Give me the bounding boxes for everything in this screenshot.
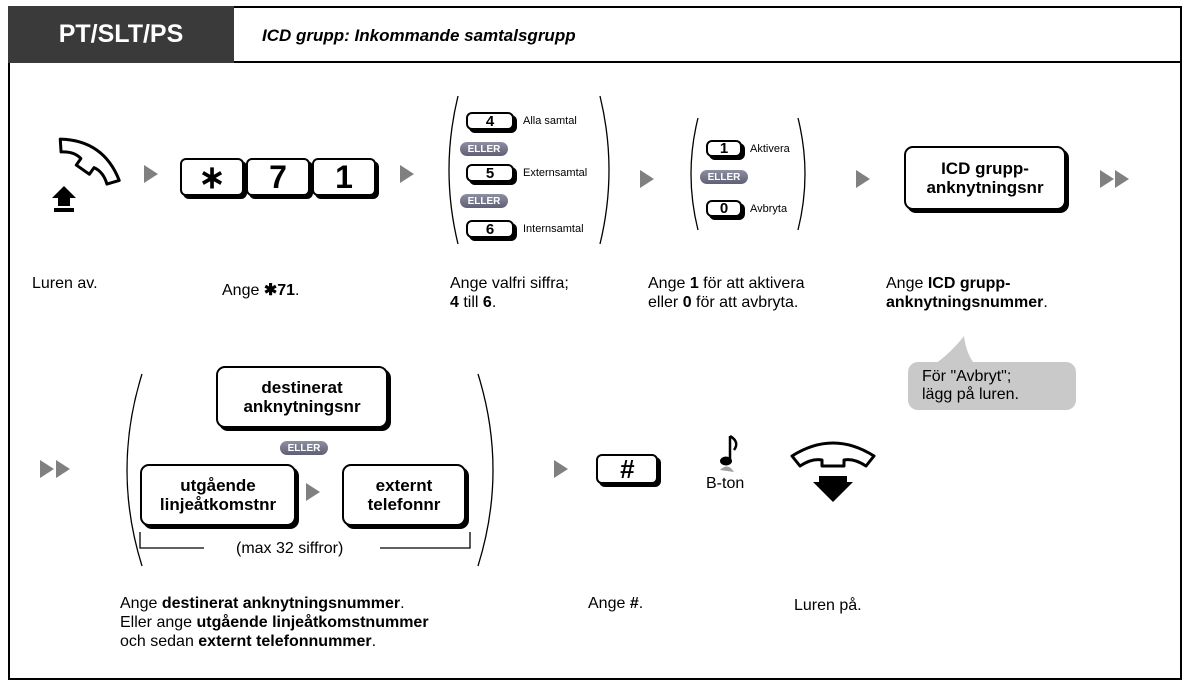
max-digits-note: (max 32 siffror)	[230, 540, 350, 558]
destination-brackets	[126, 373, 494, 567]
digit-6-key: 6	[466, 220, 514, 238]
digit-0-key: 0	[706, 200, 742, 217]
caption-text: Ange	[120, 595, 162, 612]
digit-1-key: 1	[706, 140, 742, 157]
caption-text: Ange	[886, 275, 928, 292]
caption-enter-code: Ange ✱71.	[222, 281, 299, 300]
caption-bold: utgående linjeåtkomstnummer	[196, 614, 429, 631]
caption-text: Ange	[588, 595, 630, 612]
arrow-icon	[856, 170, 870, 188]
caption-bold: 1	[689, 275, 699, 292]
double-arrow-icon	[1100, 170, 1114, 188]
digit-7-key: 7	[246, 158, 310, 196]
caption-bold: 0	[682, 294, 692, 311]
digit-4-key: 4	[466, 112, 514, 130]
or-badge: ELLER	[460, 142, 508, 156]
caption-destination: Ange destinerat anknytningsnummer. Eller…	[120, 594, 429, 651]
option-label: Avbryta	[750, 203, 788, 215]
caption-text: Eller ange	[120, 614, 197, 631]
caption-bold: ICD grupp-	[927, 275, 1011, 292]
caption-text: eller	[648, 294, 683, 311]
or-badge: ELLER	[700, 170, 748, 184]
double-arrow-icon	[40, 460, 54, 478]
caption-bold: 4	[450, 294, 459, 311]
or-badge: ELLER	[280, 441, 328, 455]
caption-text: .	[1043, 294, 1048, 311]
or-badge: ELLER	[460, 194, 508, 208]
arrow-icon	[400, 165, 414, 183]
caption-icd: Ange ICD grupp-anknytningsnummer.	[886, 274, 1048, 312]
arrow-icon	[554, 460, 568, 478]
caption-text: Ange	[648, 275, 690, 292]
caption-text: .	[371, 633, 377, 650]
caption-bold: destinerat anknytningsnummer	[161, 595, 401, 612]
caption-text: .	[638, 595, 644, 612]
arrow-icon	[640, 170, 654, 188]
caption-text: .	[295, 282, 300, 299]
caption-text: Ange valfri siffra;	[450, 275, 569, 292]
caption-activate: Ange 1 för att aktivera eller 0 för att a…	[648, 274, 805, 312]
box-line: destinerat	[261, 378, 343, 397]
caption-text: och sedan	[120, 633, 199, 650]
caption-digit: Ange valfri siffra; 4 till 6.	[450, 274, 569, 312]
option-label: Externsamtal	[523, 167, 588, 179]
option-brackets	[690, 117, 806, 231]
bubble-pointer	[932, 336, 976, 366]
option-brackets	[448, 95, 610, 245]
star-key: ∗	[180, 158, 244, 196]
music-note-icon	[720, 434, 738, 472]
digit-1-key: 1	[312, 158, 376, 196]
cancel-note-bubble: För "Avbryt";lägg på luren.	[908, 362, 1076, 410]
diagram-frame	[8, 6, 1182, 680]
caption-bold: #	[629, 595, 639, 612]
handset-off-hook-icon	[52, 137, 121, 212]
page-title: ICD grupp: Inkommande samtalsgrupp	[262, 26, 576, 45]
caption-hangup: Luren på.	[794, 597, 862, 614]
box-line: utgående	[180, 476, 256, 495]
handset-on-hook-icon	[790, 441, 876, 502]
bubble-text: För "Avbryt";	[922, 368, 1012, 385]
caption-text: för att avbryta.	[691, 294, 799, 311]
header-bar	[8, 6, 1182, 63]
box-line: ICD grupp-	[941, 159, 1029, 178]
caption-hash: Ange #.	[588, 594, 643, 613]
caption-text: .	[491, 294, 497, 311]
caption-text: .	[400, 595, 405, 612]
box-line: linjeåtkomstnr	[159, 495, 277, 514]
caption-bold: anknytningsnummer	[886, 294, 1044, 311]
mode-tab: PT/SLT/PS	[8, 6, 234, 63]
option-label: Alla samtal	[523, 115, 577, 127]
caption-bold: ✱71	[263, 282, 296, 299]
box-line: anknytningsnr	[926, 178, 1044, 197]
caption-text: för att aktivera	[698, 275, 805, 292]
tone-label: B-ton	[706, 475, 745, 492]
arrow-icon	[306, 483, 320, 501]
caption-text: Ange	[222, 282, 264, 299]
option-label: Aktivera	[750, 143, 790, 155]
caption-bold: 6	[482, 294, 492, 311]
hash-key: #	[596, 454, 658, 484]
double-arrow-icon	[56, 460, 70, 478]
box-line: telefonnr	[367, 495, 441, 514]
box-line: externt	[375, 476, 433, 495]
digit-5-key: 5	[466, 164, 514, 182]
caption-bold: externt telefonnummer	[198, 633, 372, 650]
double-arrow-icon	[1115, 170, 1129, 188]
option-label: Internsamtal	[523, 223, 584, 235]
box-line: anknytningsnr	[243, 397, 361, 416]
icd-group-extension-box: ICD grupp-anknytningsnr	[904, 146, 1066, 210]
caption-text: till	[458, 294, 483, 311]
bubble-text: lägg på luren.	[922, 386, 1019, 403]
caption-lift: Luren av.	[32, 275, 98, 292]
arrow-icon	[144, 165, 158, 183]
